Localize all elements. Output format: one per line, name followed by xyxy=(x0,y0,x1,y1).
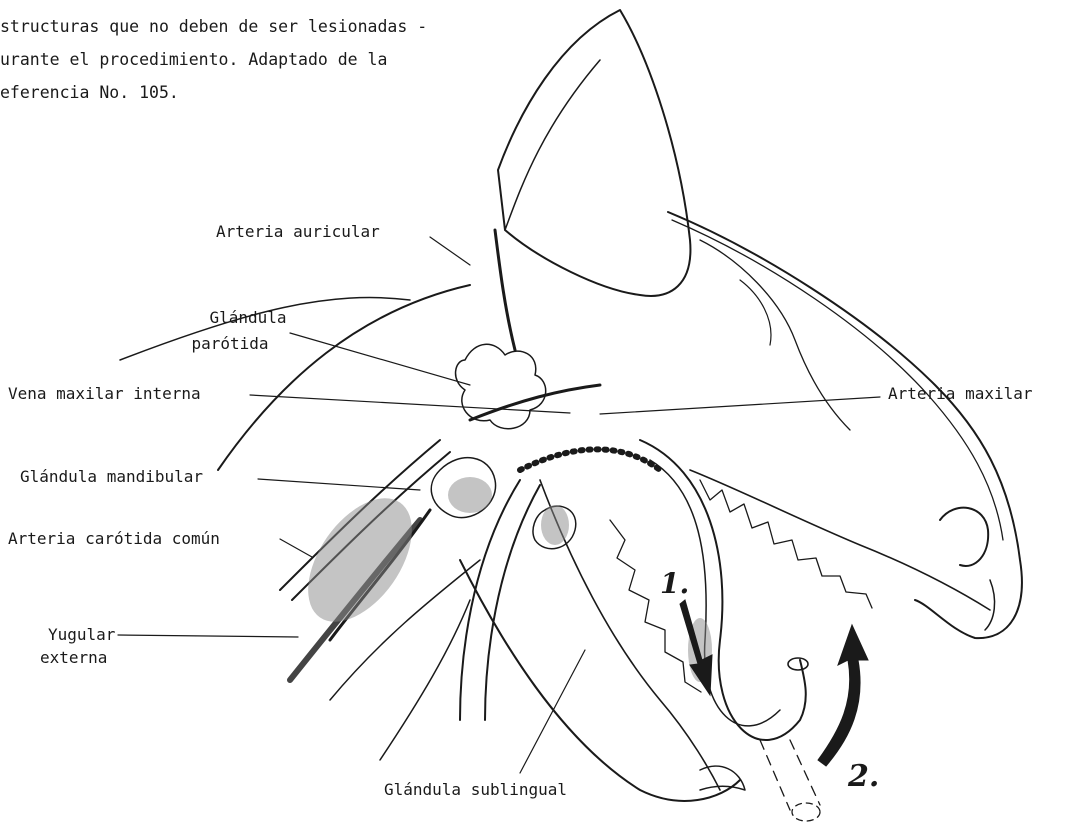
nostril xyxy=(985,580,995,630)
leader-vena-maxilar-interna xyxy=(250,395,570,413)
auricular-vessel xyxy=(495,230,515,350)
catheter-tube-inner xyxy=(485,485,540,720)
nose xyxy=(940,508,988,566)
head-outline-inner xyxy=(672,220,1003,540)
leader-arteria-auricular xyxy=(430,237,470,265)
arrow-2 xyxy=(818,625,868,766)
label-yugular-externa-line1: Yugular xyxy=(40,625,120,645)
upper-teeth xyxy=(700,480,872,608)
label-glandula-parotida-line2: parótida xyxy=(150,334,310,354)
dashed-probe xyxy=(760,740,820,810)
maxillary-vessel xyxy=(470,385,600,420)
label-yugular-externa-line2: externa xyxy=(40,648,120,668)
label-arteria-auricular: Arteria auricular xyxy=(216,222,380,242)
label-glandula-parotida-line1: Glándula xyxy=(150,308,310,328)
parotid-gland xyxy=(456,344,546,428)
label-arteria-maxilar: Arteria maxilar xyxy=(888,384,1033,404)
leader-glandula-mandibular xyxy=(258,479,420,490)
label-arteria-carotida-comun: Arteria carótida común xyxy=(8,529,220,549)
catheter-end xyxy=(788,658,808,670)
orbit-contour xyxy=(740,280,771,345)
label-glandula-sublingual: Glándula sublingual xyxy=(384,780,567,800)
leader-yugular-externa xyxy=(118,635,298,637)
neck-line-4 xyxy=(380,600,470,760)
shade-mandibular xyxy=(448,477,492,513)
leader-glandula-sublingual xyxy=(520,650,585,773)
salivary-duct xyxy=(520,449,660,470)
canine-tooth xyxy=(700,766,745,790)
label-vena-maxilar-interna: Vena maxilar interna xyxy=(8,384,201,404)
label-yugular-externa: Yugular externa xyxy=(40,625,120,668)
leader-arteria-carotida xyxy=(280,539,312,557)
step-marker-1: 1. xyxy=(660,568,689,600)
shade-sublingual xyxy=(541,505,569,545)
forehead-contour xyxy=(700,240,850,430)
leader-arteria-maxilar xyxy=(600,397,880,414)
label-glandula-mandibular: Glándula mandibular xyxy=(20,467,203,487)
lower-teeth xyxy=(610,520,701,692)
label-glandula-parotida: Glándula parótida xyxy=(150,308,310,354)
step-marker-2: 2. xyxy=(848,760,879,794)
leader-glandula-parotida xyxy=(290,333,470,385)
ear-inner-fold xyxy=(505,60,600,230)
upper-jaw xyxy=(690,470,990,610)
dashed-probe-tip xyxy=(792,803,820,821)
ear-outline xyxy=(498,10,690,296)
